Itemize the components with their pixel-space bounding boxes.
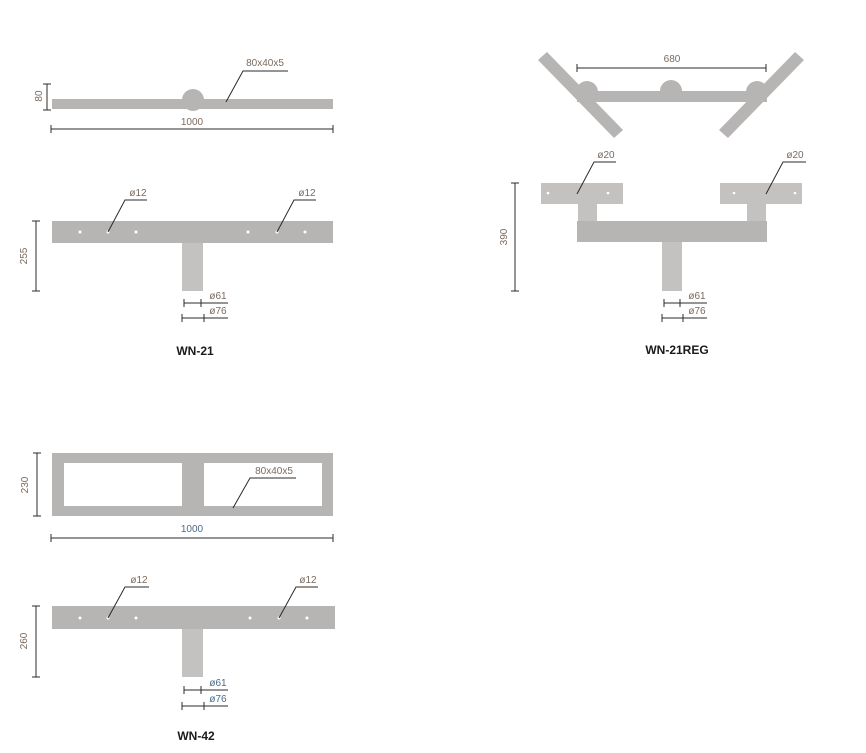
wn21-front-view: 255 ø12 ø12 ø61 ø76 WN-21 (19, 188, 333, 358)
wn42-outer-diameter-label: ø76 (209, 694, 227, 705)
wn21reg-hole-label-left: ø20 (597, 150, 615, 161)
wn21-profile-leader (225, 70, 288, 103)
wn21reg-top-view: 680 (538, 52, 804, 138)
wn21-inner-diameter-label: ø61 (209, 291, 227, 302)
hole (134, 616, 138, 620)
wn21reg-inner-diameter-label: ø61 (688, 291, 706, 302)
hole (732, 191, 736, 195)
wn21-crossbar (52, 99, 333, 109)
wn21-title: WN-21 (176, 344, 214, 358)
wn21reg-hole-label-right: ø20 (786, 150, 804, 161)
wn21-outer-diameter-label: ø76 (209, 306, 227, 317)
wn42-hole-leader-left (107, 586, 149, 619)
wn42-hole-leader-right (278, 586, 318, 619)
wn21reg-stub-left (578, 204, 597, 221)
wn42-inner-diameter-dimension (183, 686, 228, 694)
wn21reg-outer-diameter-dimension (661, 314, 707, 322)
wn42-profile-leader (232, 477, 296, 509)
wn42-width-label: 1000 (181, 524, 204, 535)
wn21-top-view: 80 80x40x5 1000 (34, 58, 334, 133)
wn21reg-beam (577, 221, 767, 242)
wn42-front-height-label: 260 (19, 632, 30, 649)
wn42-top-view: 230 80x40x5 1000 (20, 452, 334, 542)
wn21-width-label: 1000 (181, 117, 204, 128)
hole (546, 191, 550, 195)
wn42-profile-label: 80x40x5 (255, 466, 293, 477)
wn21-hole-label-right: ø12 (298, 188, 316, 199)
wn21reg-arm-left (538, 52, 623, 138)
wn21reg-span-label: 680 (664, 54, 681, 65)
wn21reg-arm-right (719, 52, 804, 138)
wn21-hole-leader-right (276, 199, 316, 233)
wn21-outer-diameter-dimension (181, 314, 228, 322)
wn21reg-crossbar (577, 91, 767, 102)
wn42-height-label: 230 (20, 476, 31, 493)
wn21reg-height-dimension (511, 182, 519, 292)
wn42-front-bar (52, 606, 335, 629)
wn21reg-front-view: 390 ø20 ø20 ø61 ø76 WN-21REG (499, 150, 806, 357)
wn21reg-height-label: 390 (499, 228, 510, 245)
hole (248, 616, 252, 620)
hole (246, 230, 250, 234)
wn21reg-post (662, 242, 682, 291)
wn21-height-dimension (43, 83, 51, 111)
wn42-front-height-dimension (32, 605, 40, 678)
wn21-front-height-dimension (32, 220, 40, 292)
wn21-height-label: 80 (34, 90, 45, 102)
wn21reg-span-dimension (576, 64, 767, 72)
hole (134, 230, 138, 234)
wn42-front-view: 260 ø12 ø12 ø61 ø76 WN-42 (19, 575, 335, 743)
wn42-hole-label-left: ø12 (130, 575, 148, 586)
wn21reg-stub-right (747, 204, 766, 221)
wn21reg-hole-leader-left (576, 161, 616, 195)
wn42-inner-diameter-label: ø61 (209, 678, 227, 689)
hole (303, 230, 307, 234)
hole (305, 616, 309, 620)
wn42-outer-diameter-dimension (181, 702, 228, 710)
wn42-title: WN-42 (177, 729, 215, 743)
wn21reg-plate-left (541, 183, 623, 204)
wn21-hole-label-left: ø12 (129, 188, 147, 199)
wn42-post (182, 629, 203, 677)
wn21-post (182, 243, 203, 291)
hole (793, 191, 797, 195)
wn21-inner-diameter-dimension (183, 299, 228, 307)
wn21-hole-leader-left (107, 199, 147, 233)
wn21-front-bar (52, 221, 333, 243)
wn21reg-title: WN-21REG (645, 343, 708, 357)
wn21reg-hole-leader-right (765, 161, 806, 195)
hole (606, 191, 610, 195)
wn42-height-dimension (33, 452, 41, 517)
wn21reg-plate-right (720, 183, 802, 204)
hole (78, 230, 82, 234)
wn42-frame (52, 453, 333, 516)
wn21-front-height-label: 255 (19, 247, 30, 264)
wn21-profile-label: 80x40x5 (246, 58, 284, 69)
wn21reg-outer-diameter-label: ø76 (688, 306, 706, 317)
wn21-width-dimension (50, 125, 334, 133)
wn42-width-dimension (50, 534, 334, 542)
hole (78, 616, 82, 620)
wn42-hole-label-right: ø12 (299, 575, 317, 586)
wn21reg-inner-diameter-dimension (663, 299, 707, 307)
